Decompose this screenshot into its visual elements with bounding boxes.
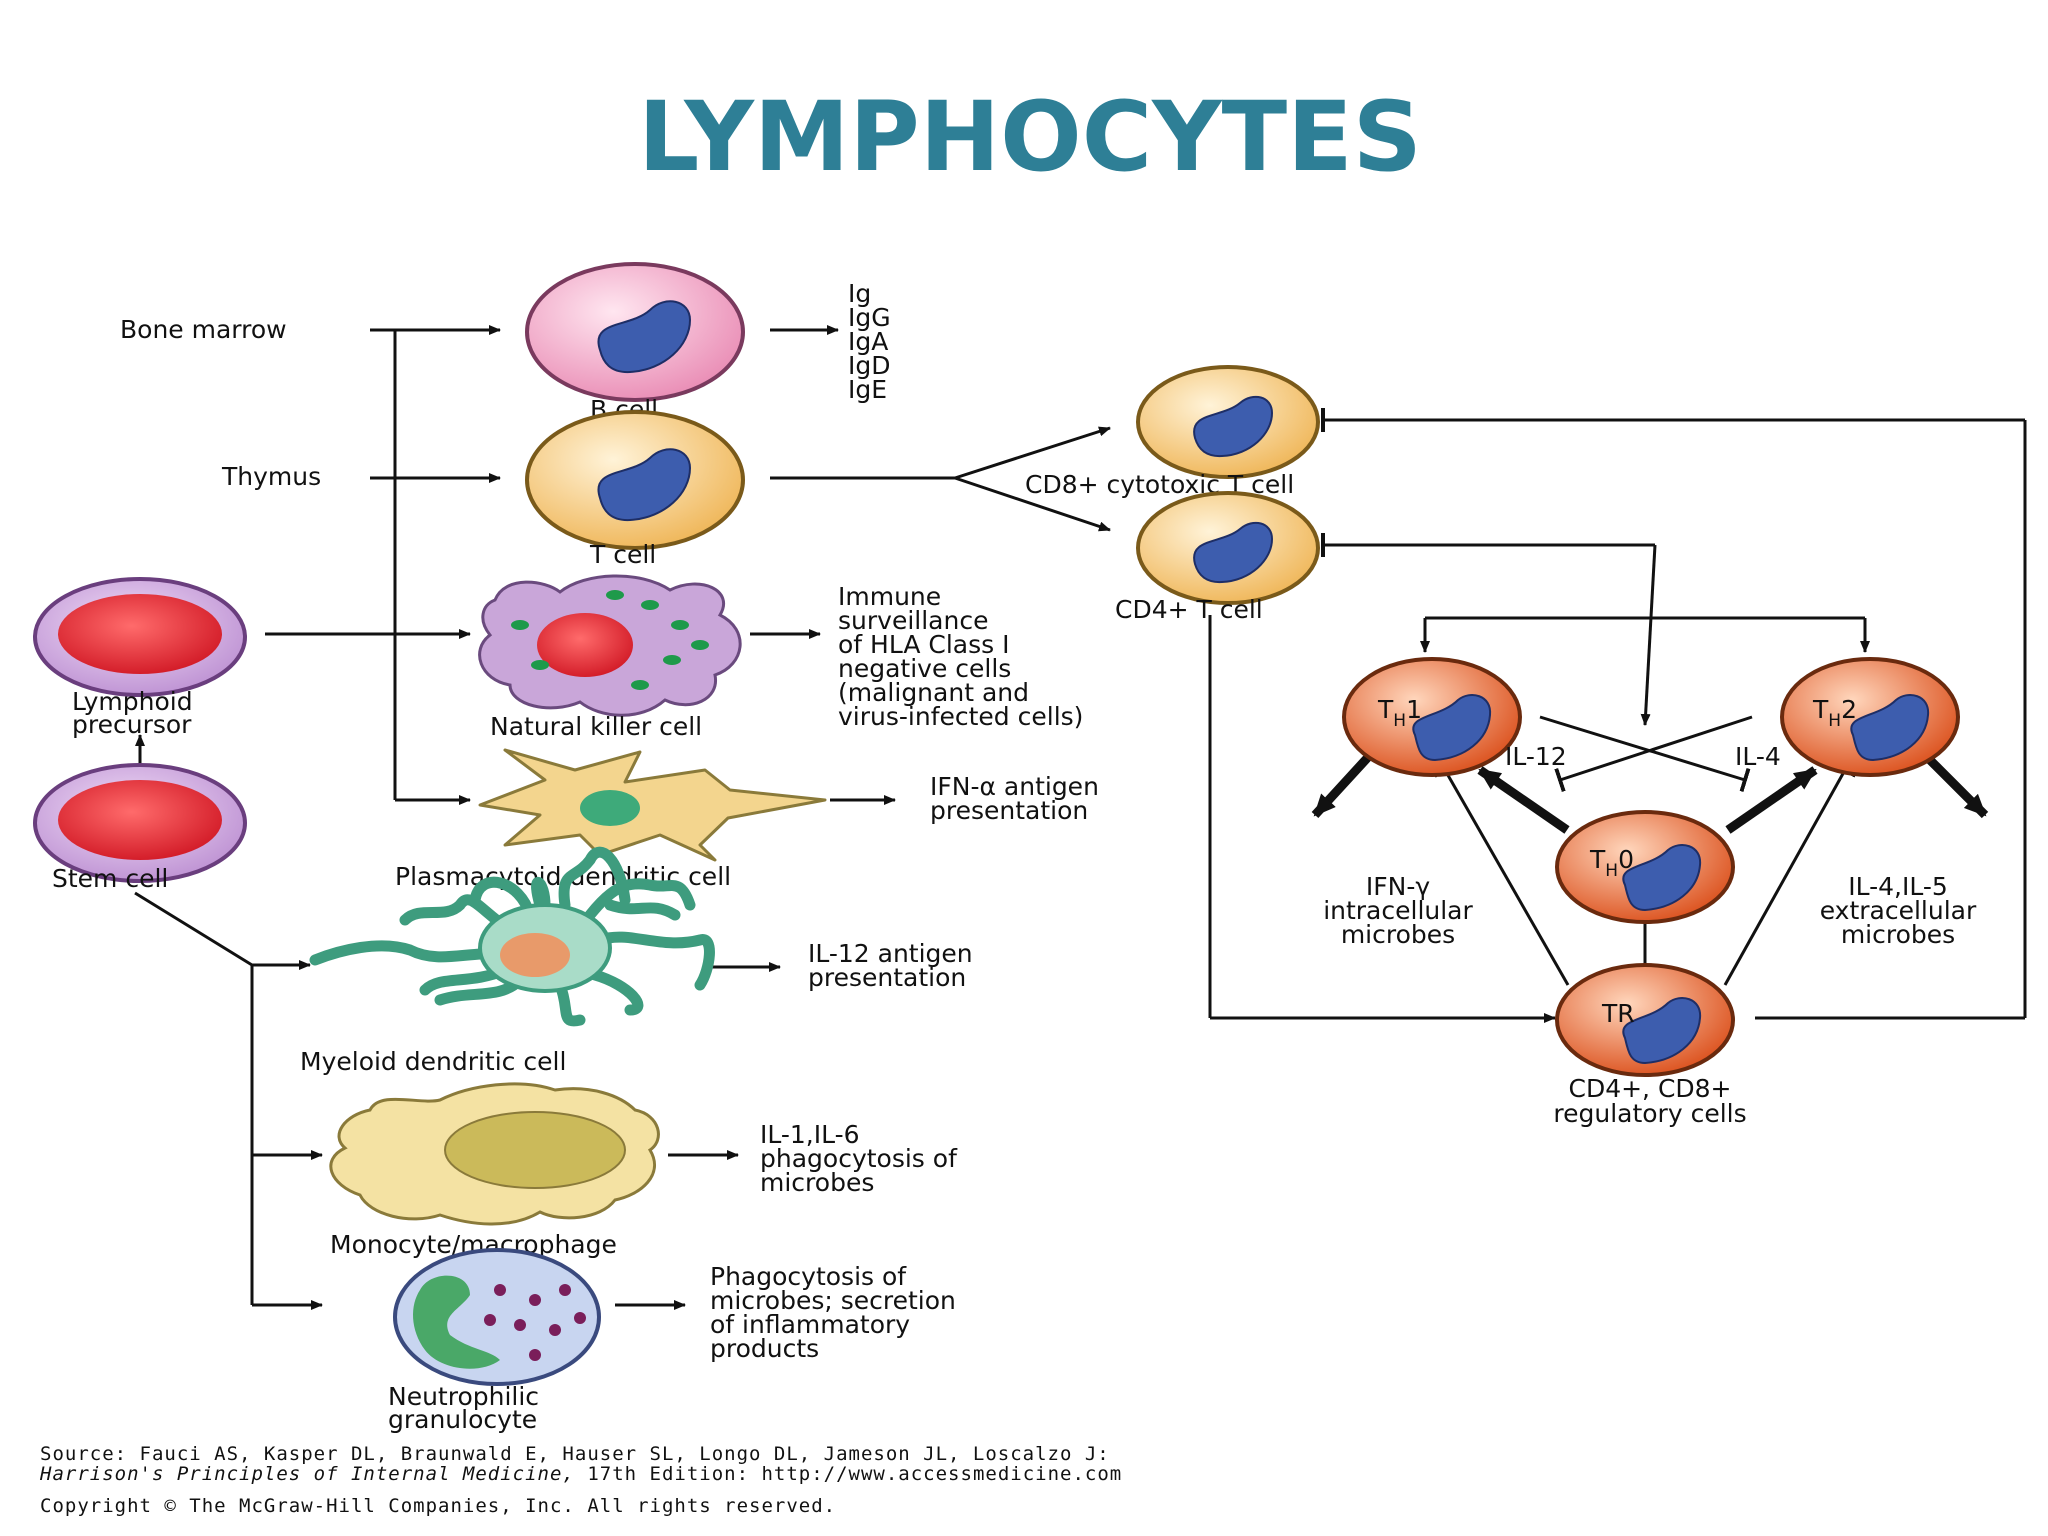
th2-output-2: extracellular <box>1820 896 1977 925</box>
immunoglobulin-list: Ig IgG IgA IgD IgE <box>848 279 891 404</box>
lymphoid-precursor-label-2: precursor <box>72 710 192 739</box>
ig-0: Ig <box>848 279 871 308</box>
th0-sub: H <box>1605 861 1618 881</box>
ig-4: IgE <box>848 375 887 404</box>
source-edition: 17th Edition: http://www.accessmedicine.… <box>575 1463 1122 1485</box>
regulatory-label-2: regulatory cells <box>1553 1099 1746 1128</box>
lymphoid-precursor-cell <box>33 577 247 697</box>
myeloid-output-2: presentation <box>808 963 966 992</box>
source-line-1: Source: Fauci AS, Kasper DL, Braunwald E… <box>40 1443 1110 1465</box>
cd4-t-cell-label: CD4+ T cell <box>1115 595 1263 624</box>
th1-output-3: microbes <box>1341 920 1455 949</box>
th0-main: T <box>1589 845 1606 874</box>
th1-output-2: intracellular <box>1323 896 1473 925</box>
th0-tail: 0 <box>1618 845 1634 874</box>
th2-output-3: microbes <box>1841 920 1955 949</box>
ig-1: IgG <box>848 303 891 332</box>
il4-label: IL-4 <box>1735 742 1781 771</box>
copyright-line: Copyright © The McGraw-Hill Companies, I… <box>40 1495 836 1517</box>
th2-tail: 2 <box>1841 695 1857 724</box>
tr-regulatory-cell: TR <box>1555 963 1735 1077</box>
myeloid-dendritic-cell-label: Myeloid dendritic cell <box>300 1047 566 1076</box>
cd8-cytotoxic-t-cell <box>1136 365 1320 479</box>
tr-label: TR <box>1601 999 1635 1028</box>
regulatory-label-1: CD4+, CD8+ <box>1568 1074 1731 1103</box>
nk-line-1: surveillance <box>838 606 988 635</box>
myeloid-output-1: IL-12 antigen <box>808 939 973 968</box>
t-cell-label: T cell <box>589 540 656 569</box>
th1-main: T <box>1377 695 1394 724</box>
ig-2: IgA <box>848 327 888 356</box>
stem-cell <box>33 763 247 883</box>
b-cell <box>525 262 745 402</box>
neutrophil-output-3: of inflammatory <box>710 1310 910 1339</box>
page-title: LYMPHOCYTES <box>638 81 1422 193</box>
t-cell <box>525 410 745 550</box>
bone-marrow-label: Bone marrow <box>120 315 287 344</box>
source-citation: Source: Fauci AS, Kasper DL, Braunwald E… <box>39 1443 1122 1517</box>
monocyte-output-3: microbes <box>760 1168 874 1197</box>
natural-killer-cell <box>478 574 742 717</box>
myeloid-dendritic-cell <box>309 846 715 1027</box>
cd4-t-cell <box>1136 491 1320 605</box>
thymus-label: Thymus <box>221 462 321 491</box>
plasmacytoid-output-2: presentation <box>930 796 1088 825</box>
th1-tail: 1 <box>1406 695 1422 724</box>
nk-function-text: Immune surveillance of HLA Class I negat… <box>838 582 1083 731</box>
nk-line-3: negative cells <box>838 654 1011 683</box>
neutrophil-output-2: microbes; secretion <box>710 1286 956 1315</box>
il12-label: IL-12 <box>1505 742 1567 771</box>
nk-line-4: (malignant and <box>838 678 1029 707</box>
monocyte-output-2: phagocytosis of <box>760 1144 958 1173</box>
nk-line-2: of HLA Class I <box>838 630 1009 659</box>
th2-sub: H <box>1828 711 1841 731</box>
svg-text:TH0: TH0 <box>1589 845 1634 881</box>
ig-3: IgD <box>848 351 891 380</box>
nk-line-0: Immune <box>838 582 941 611</box>
plasmacytoid-dendritic-cell <box>478 748 827 862</box>
plasmacytoid-output-1: IFN-α antigen <box>930 772 1099 801</box>
th0-cell: TH0 <box>1555 810 1735 924</box>
monocyte-macrophage-cell <box>329 1082 660 1226</box>
th2-cell: TH2 <box>1780 657 1960 777</box>
svg-text:TH2: TH2 <box>1812 695 1857 731</box>
neutrophil-output-1: Phagocytosis of <box>710 1262 907 1291</box>
lymphoid-precursor-label-1: Lymphoid <box>72 687 193 716</box>
natural-killer-cell-label: Natural killer cell <box>490 712 702 741</box>
neutrophilic-granulocyte-cell <box>393 1248 601 1386</box>
right-network-lines <box>1208 408 2027 1023</box>
neutrophilic-label-1: Neutrophilic <box>388 1382 539 1411</box>
nk-line-5: virus-infected cells) <box>838 702 1083 731</box>
neutrophil-output-4: products <box>710 1334 819 1363</box>
left-tree-lines <box>134 325 1111 1310</box>
source-book-title: Harrison's Principles of Internal Medici… <box>39 1463 575 1485</box>
th1-output-1: IFN-γ <box>1366 872 1430 901</box>
neutrophilic-label-2: granulocyte <box>388 1405 537 1434</box>
th1-sub: H <box>1393 711 1406 731</box>
th2-output-1: IL-4,IL-5 <box>1848 872 1948 901</box>
monocyte-output-1: IL-1,IL-6 <box>760 1120 860 1149</box>
stem-cell-label: Stem cell <box>52 864 168 893</box>
svg-text:Harrison's Principles of Inter: Harrison's Principles of Internal Medici… <box>39 1463 1122 1485</box>
svg-text:TH1: TH1 <box>1377 695 1422 731</box>
th2-main: T <box>1812 695 1829 724</box>
th1-cell: TH1 <box>1342 657 1522 777</box>
